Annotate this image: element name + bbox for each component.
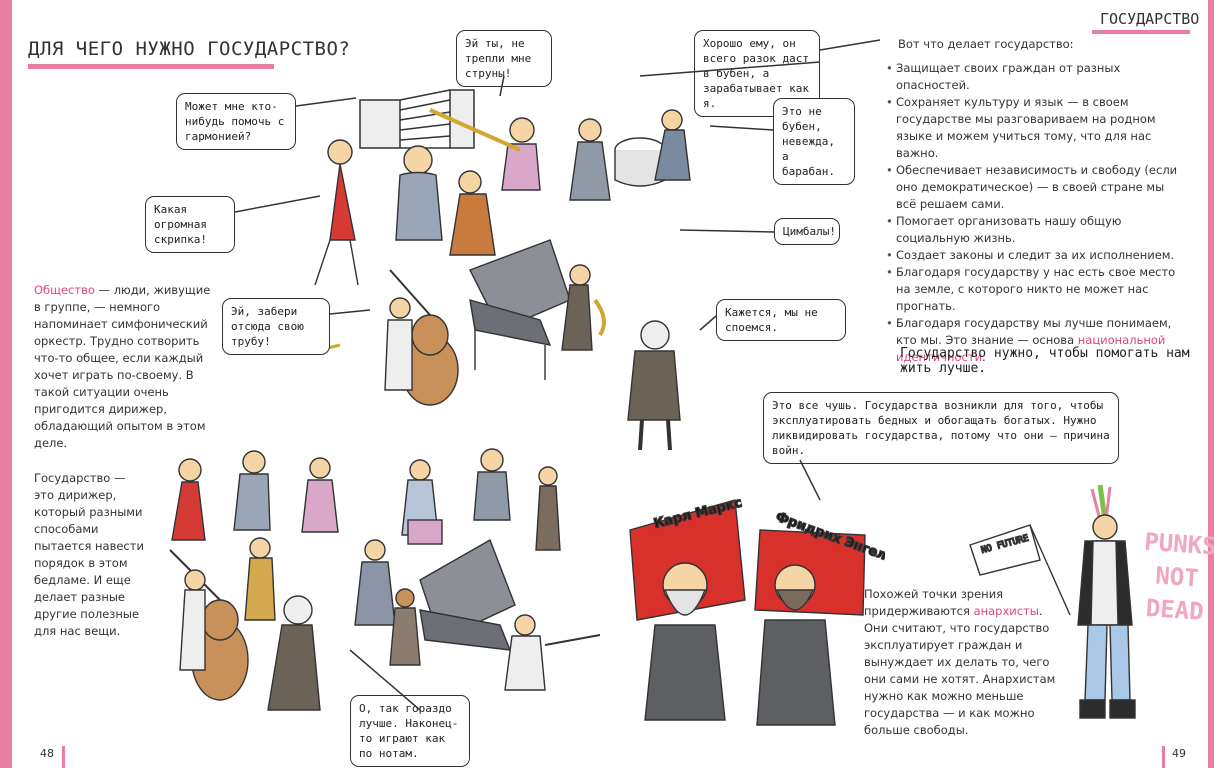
feature-item: Сохраняет культуру и язык — в своем госу… — [886, 94, 1186, 162]
ordered-orchestra-illustration — [169, 448, 601, 711]
marx-engels-illustration: Карл Маркс Фридрих Энгельс — [629, 495, 885, 726]
state-paragraph: Государство — это дирижер, который разны… — [34, 471, 144, 638]
anarchist-term: анархисты — [973, 604, 1039, 618]
section-label: ГОСУДАРСТВО — [1100, 10, 1200, 28]
page-number-left: 48 — [40, 747, 54, 760]
page-number-left-bar — [62, 746, 65, 768]
identity-text-end: . — [982, 350, 986, 364]
features-intro: Вот что делает государство: — [898, 37, 1074, 51]
conclusion-text: Государство нужно, чтобы помогать нам жи… — [900, 346, 1190, 376]
bubble-notes: О, так гораздо лучше. Наконец-то играют … — [350, 695, 470, 767]
identity-term: национальной идентичности — [896, 333, 1166, 364]
feature-item: Обеспечивает независимость и свободу (ес… — [886, 162, 1186, 213]
page-number-right-bar — [1162, 746, 1165, 768]
bubble-harmonica: Может мне кто-нибудь помочь с гармонией? — [176, 93, 296, 150]
identity-text-start: Благодаря государству мы лучше понимаем,… — [896, 316, 1172, 347]
anarchist-text-start: Похожей точки зрения придерживаются — [864, 587, 1004, 618]
anarchist-paragraph: Похожей точки зрения придерживаются анар… — [864, 586, 1068, 739]
page-title: ДЛЯ ЧЕГО НУЖНО ГОСУДАРСТВО? — [28, 38, 351, 60]
punks-not-dead-graffiti: PUNKS NOT DEAD — [1143, 527, 1214, 626]
left-page-edge — [0, 0, 12, 768]
society-paragraph: Общество — люди, живущие в группе, — нем… — [34, 282, 212, 452]
feature-item: Помогает организовать нашу общую социаль… — [886, 213, 1186, 247]
bubble-cymbals: Цимбалы! — [774, 218, 840, 245]
title-underline — [28, 64, 274, 69]
society-text: — люди, живущие в группе, — немного напо… — [34, 283, 211, 450]
chaotic-orchestra-illustration — [314, 89, 691, 406]
feature-item-identity: Благодаря государству мы лучше понимаем,… — [886, 315, 1186, 366]
section-underline — [1092, 30, 1190, 34]
features-list: Защищает своих граждан от разных опаснос… — [886, 60, 1186, 366]
bubble-marx: Это все чушь. Государства возникли для т… — [763, 392, 1119, 464]
bubble-no-agree: Кажется, мы не споемся. — [716, 299, 846, 341]
page-number-right: 49 — [1172, 747, 1186, 760]
punk-illustration: NO FUTURE — [969, 484, 1136, 719]
feature-item: Благодаря государству у нас есть свое ме… — [886, 264, 1186, 315]
bubble-trumpet: Эй, забери отсюда свою трубу! — [222, 298, 330, 355]
features-list-container: Защищает своих граждан от разных опаснос… — [886, 60, 1186, 366]
feature-item: Защищает своих граждан от разных опаснос… — [886, 60, 1186, 94]
right-page-edge — [1208, 0, 1214, 768]
bubble-drum: Это не бубен, невежда, а барабан. — [773, 98, 855, 185]
anarchist-text-end: . Они считают, что государство эксплуати… — [864, 604, 1056, 737]
old-conductor-illustration — [627, 320, 681, 451]
feature-item: Создает законы и следит за их исполнение… — [886, 247, 1186, 264]
society-term: Общество — [34, 283, 95, 297]
bubble-violin: Какая огромная скрипка! — [145, 196, 235, 253]
